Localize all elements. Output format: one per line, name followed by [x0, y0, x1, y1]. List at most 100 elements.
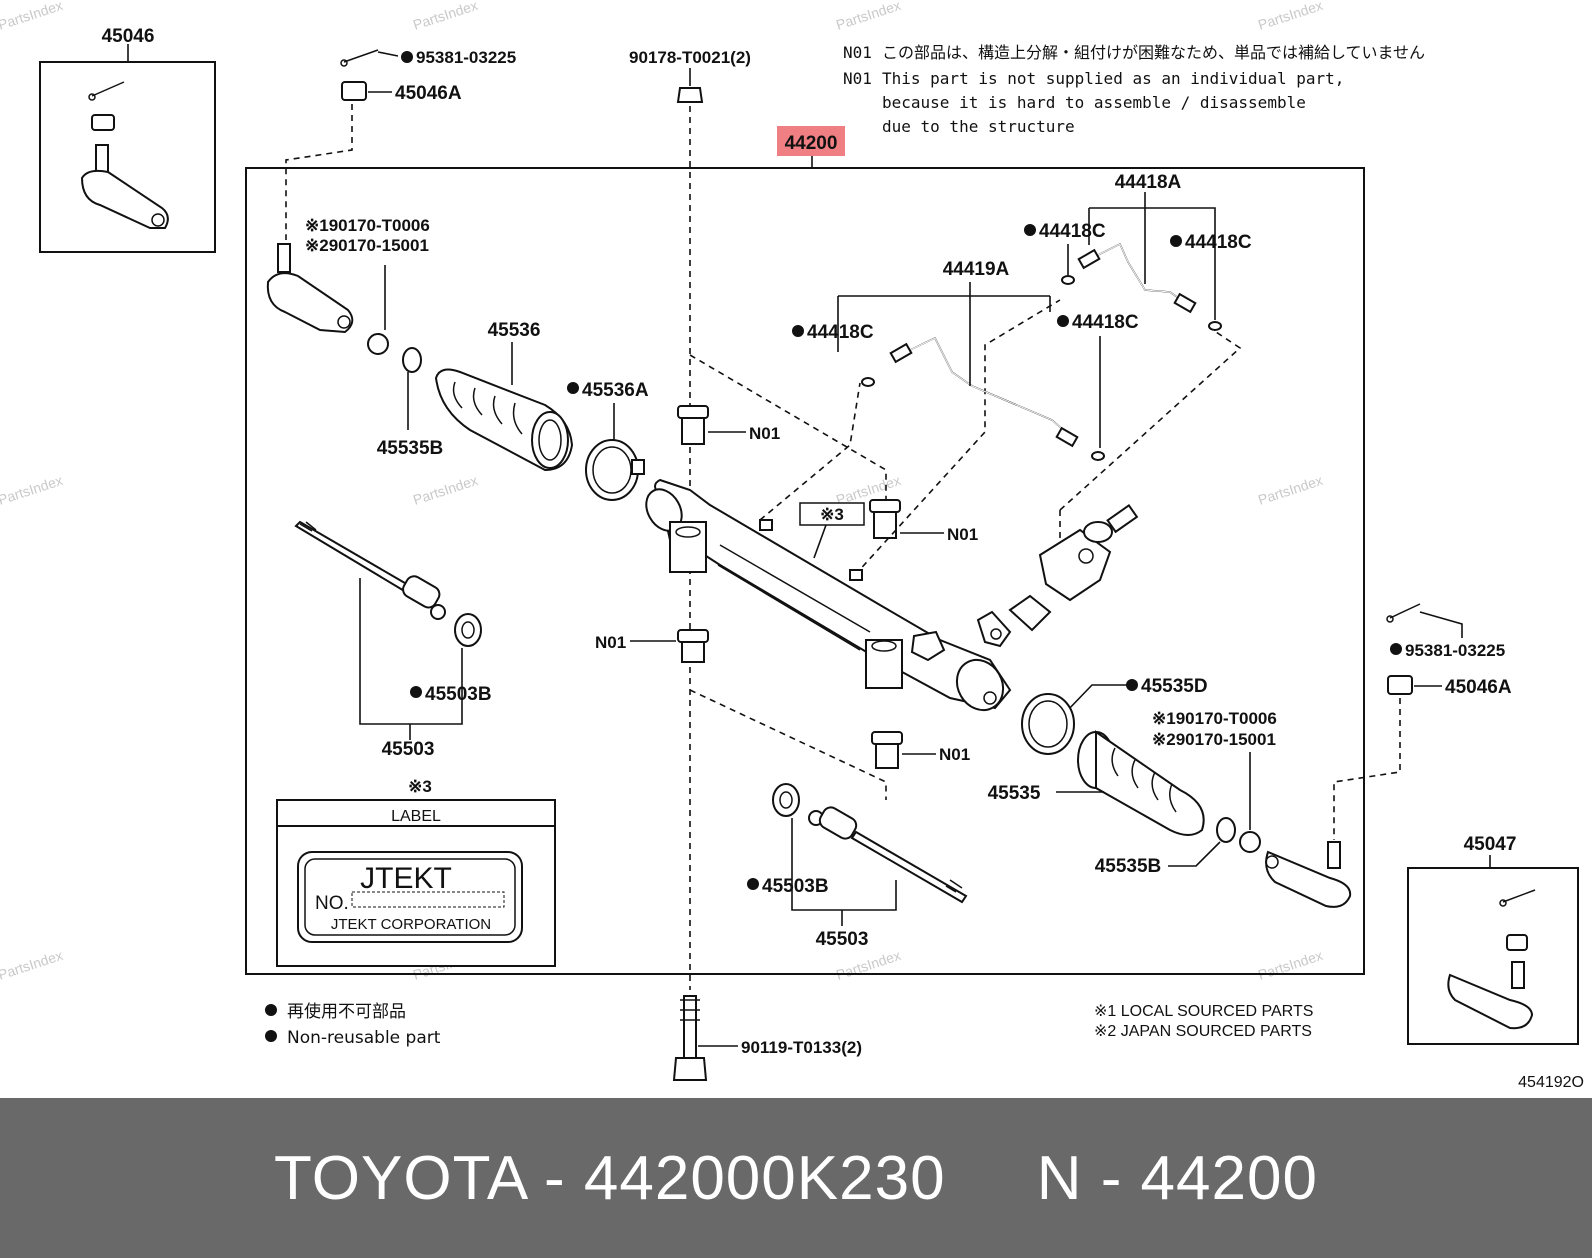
serial-field — [351, 891, 505, 908]
guide-line — [689, 354, 887, 500]
watermark: PartsIndex — [0, 947, 65, 983]
part-label-45503B-right[interactable]: 45503B — [762, 876, 829, 897]
cotter-pin-95381-left: 95381-03225 — [340, 48, 516, 67]
part-label-45536[interactable]: 45536 — [488, 320, 541, 341]
part-label-45503-left[interactable]: 45503 — [382, 739, 435, 760]
footer-title: TOYOTA - 442000K230 N - 44200 — [274, 1143, 1318, 1213]
watermark: PartsIndex — [411, 0, 480, 33]
part-label-44418C[interactable]: 44418C — [807, 322, 874, 343]
part-label-44418C[interactable]: 44418C — [1039, 221, 1106, 242]
tie-rod-45503-left — [294, 520, 446, 620]
nut-45046A-left: 45046A — [341, 81, 462, 104]
note-code: N01 — [843, 69, 872, 88]
lock-washer-45503B-right — [772, 783, 800, 817]
part-label-45047[interactable]: 45047 — [1464, 834, 1517, 855]
non-reusable-dot — [401, 51, 413, 63]
part-label-44418C[interactable]: 44418C — [1185, 232, 1252, 253]
part-label-45535B-left[interactable]: 45535B — [377, 438, 444, 459]
bushing-n01 — [677, 405, 709, 445]
part-label-290170-right[interactable]: ※290170-15001 — [1152, 730, 1276, 749]
note-en-line3: due to the structure — [882, 117, 1075, 136]
watermark: PartsIndex — [834, 947, 903, 983]
part-label-290170-left[interactable]: ※290170-15001 — [305, 236, 429, 255]
o-ring-icon — [861, 377, 875, 387]
clamp-45536A — [585, 439, 645, 501]
lock-nut-right — [1239, 831, 1261, 853]
cotter-pin-95381-right: 95381-03225 — [1386, 603, 1505, 660]
lock-washer-45503B-left — [454, 613, 482, 647]
n01-label[interactable]: N01 — [947, 525, 978, 544]
part-label-44418A[interactable]: 44418A — [1115, 172, 1182, 193]
guide-line — [285, 104, 353, 240]
label-brand: JTEKT — [360, 862, 452, 895]
part-label-190170-left[interactable]: ※190170-T0006 — [305, 216, 430, 235]
n01-label[interactable]: N01 — [749, 424, 780, 443]
tie-rod-end-icon — [80, 144, 169, 229]
part-label-90178[interactable]: 90178-T0021(2) — [629, 48, 751, 67]
tie-rod-end-right — [1265, 841, 1352, 908]
non-reusable-dot — [1390, 643, 1402, 655]
inset-45046: 45046 — [39, 26, 216, 253]
part-label-45535[interactable]: 45535 — [988, 783, 1041, 804]
guide-line — [1059, 327, 1242, 511]
sourcing-notes: ※1 LOCAL SOURCED PARTS ※2 JAPAN SOURCED … — [1094, 1003, 1313, 1040]
part-label-44418C[interactable]: 44418C — [1072, 312, 1139, 333]
watermark: PartsIndex — [1256, 0, 1325, 33]
legend: 再使用不可部品 Non-reusable part — [265, 1001, 441, 1048]
note-en-line1: This part is not supplied as an individu… — [882, 69, 1344, 88]
o-ring-icon — [1208, 321, 1222, 331]
part-label-45536A[interactable]: 45536A — [582, 380, 649, 401]
n01-label[interactable]: N01 — [595, 633, 626, 652]
ref3-label[interactable]: ※3 — [820, 505, 844, 524]
clamp-45535D — [1021, 693, 1075, 755]
part-label-95381-03225-right[interactable]: 95381-03225 — [1405, 641, 1505, 660]
n01-label[interactable]: N01 — [939, 745, 970, 764]
footer-bar: TOYOTA - 442000K230 N - 44200 — [0, 1098, 1592, 1258]
control-valve-pinion — [976, 504, 1139, 648]
watermark: PartsIndex — [1256, 472, 1325, 508]
guide-line — [759, 382, 861, 521]
nut-icon — [1506, 934, 1528, 951]
label-ref: ※3 — [408, 777, 432, 796]
tie-rod-end-icon — [1447, 961, 1534, 1030]
label-callout-ref3: ※3 — [799, 502, 865, 559]
watermark: PartsIndex — [0, 0, 65, 33]
non-reusable-dot — [1170, 235, 1182, 247]
nut-icon — [91, 114, 115, 131]
cotter-pin-icon — [88, 81, 125, 101]
jtekt-label-box: ※3 LABEL JTEKT NO. JTEKT CORPORATION — [276, 777, 556, 967]
note-en-line2: because it is hard to assemble / disasse… — [882, 93, 1306, 112]
watermark: PartsIndex — [1256, 947, 1325, 983]
non-reusable-dot — [1126, 679, 1138, 691]
rack-housing-44200 — [645, 478, 1012, 712]
pipe-44419A — [889, 337, 1079, 448]
note-jp: この部品は、構造上分解・組付けが困難なため、単品では補給していません — [882, 43, 1425, 62]
boot-45535 — [1077, 730, 1205, 836]
part-label-45046[interactable]: 45046 — [102, 26, 155, 47]
part-label-45535D[interactable]: 45535D — [1141, 676, 1208, 697]
part-label-45046A-right[interactable]: 45046A — [1445, 677, 1512, 698]
main-part-number[interactable]: 44200 — [785, 133, 838, 154]
non-reusable-dot — [410, 686, 422, 698]
illustration-id: 454192O — [1518, 1074, 1584, 1091]
non-reusable-dot — [1024, 224, 1036, 236]
note-code: N01 — [843, 43, 872, 62]
part-label-190170-right[interactable]: ※190170-T0006 — [1152, 709, 1277, 728]
bolt-90119: 90119-T0133(2) — [672, 995, 862, 1081]
assembly-frame-44200: 44200 — [245, 126, 1365, 975]
part-label-45046A[interactable]: 45046A — [395, 83, 462, 104]
part-label-44419A[interactable]: 44419A — [943, 259, 1010, 280]
part-label-95381-03225[interactable]: 95381-03225 — [416, 48, 516, 67]
pipe-44418A — [1077, 242, 1197, 314]
inset-45047: 45047 — [1407, 834, 1579, 1045]
non-reusable-dot — [1057, 315, 1069, 327]
clamp-45535B-left — [402, 347, 422, 373]
part-label-45535B-right[interactable]: 45535B — [1095, 856, 1162, 877]
part-label-45503B-left[interactable]: 45503B — [425, 684, 492, 705]
tie-rod-45503-right — [808, 806, 968, 904]
part-label-45503-right[interactable]: 45503 — [816, 929, 869, 950]
bushing-n01 — [677, 629, 709, 663]
watermark: PartsIndex — [834, 0, 903, 33]
cotter-pin-icon — [1499, 889, 1536, 907]
part-label-90119[interactable]: 90119-T0133(2) — [741, 1038, 862, 1057]
